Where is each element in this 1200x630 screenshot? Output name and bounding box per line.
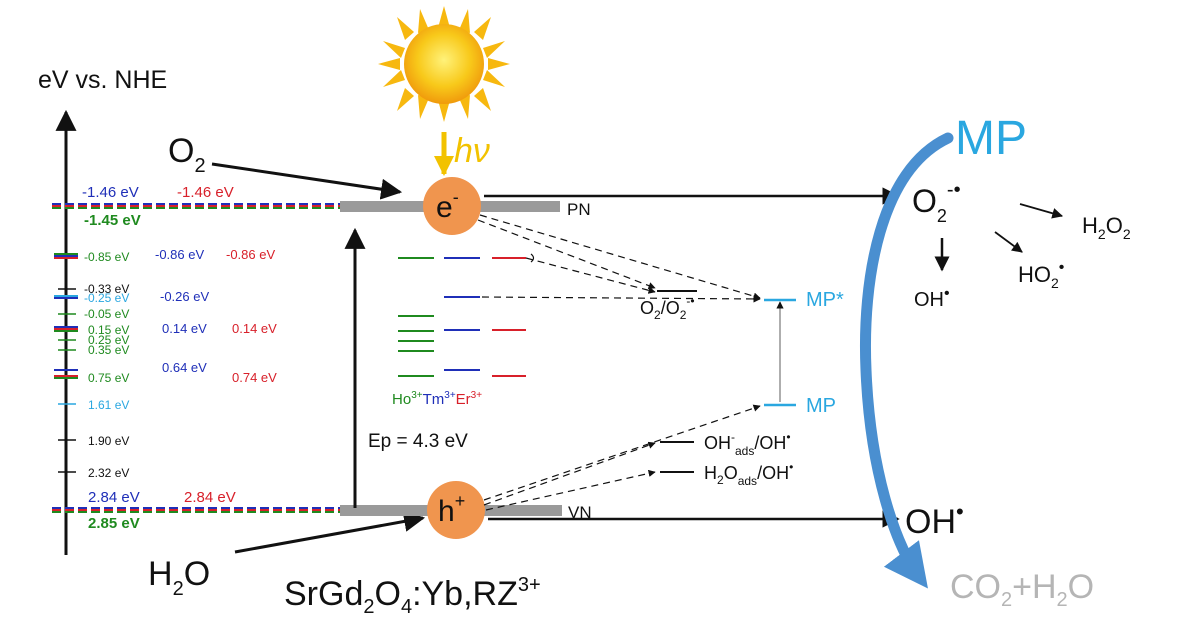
label-blue-086: -0.86 eV bbox=[155, 247, 204, 262]
o2-arrow bbox=[211, 162, 403, 200]
oh-big-label: OH• bbox=[905, 499, 964, 541]
ion-energy-levels bbox=[398, 257, 526, 377]
label-cyan-025: -0.25 eV bbox=[84, 291, 129, 305]
label-cyan-161: 1.61 eV bbox=[88, 398, 129, 412]
products-label: CO2+H2O bbox=[950, 568, 1094, 611]
h2o-couple-label: H2Oads/OH• bbox=[704, 460, 793, 488]
label-green-035: 0.35 eV bbox=[88, 343, 129, 357]
label-bottom-blue: 2.84 eV bbox=[88, 489, 140, 506]
label-top-green: -1.45 eV bbox=[84, 212, 141, 229]
electron-circle: e- bbox=[423, 177, 481, 235]
small-bracket bbox=[530, 253, 535, 263]
mp-label: MP bbox=[806, 395, 836, 417]
oh-couple-label: OH-ads/OH• bbox=[704, 430, 791, 458]
left-ticks bbox=[52, 203, 340, 513]
label-blue-014: 0.14 eV bbox=[162, 321, 207, 336]
sun-icon bbox=[378, 6, 510, 122]
o2-couple-label: O2/O2-• bbox=[640, 294, 695, 322]
label-green-015: 0.15 eV bbox=[88, 323, 129, 337]
h2o2-label: H2O2 bbox=[1082, 213, 1131, 242]
axis-label: eV vs. NHE bbox=[38, 66, 167, 94]
material-formula: SrGd2O4:Yb,RZ3+ bbox=[284, 574, 541, 618]
label-black-190: 1.90 eV bbox=[88, 434, 129, 448]
label-bottom-red: 2.84 eV bbox=[184, 489, 236, 506]
label-green-085: -0.85 eV bbox=[84, 250, 129, 264]
label-top-blue: -1.46 eV bbox=[82, 184, 139, 201]
label-top-red: -1.46 eV bbox=[177, 184, 234, 201]
hv-label: hν bbox=[454, 132, 490, 170]
label-blue-064: 0.64 eV bbox=[162, 360, 207, 375]
svg-text:e-: e- bbox=[436, 187, 459, 224]
label-black-033: -0.33 eV bbox=[84, 282, 129, 296]
label-green-005: -0.05 eV bbox=[84, 307, 129, 321]
vn-label: VN bbox=[568, 503, 592, 522]
label-bottom-green: 2.85 eV bbox=[88, 515, 140, 532]
mp-star-label: MP* bbox=[806, 289, 844, 311]
h2o-arrow bbox=[234, 511, 426, 554]
label-red-074: 0.74 eV bbox=[232, 370, 277, 385]
hole-circle: h+ bbox=[427, 481, 485, 539]
label-blue-026: -0.26 eV bbox=[160, 289, 209, 304]
ep-label: Ep = 4.3 eV bbox=[368, 431, 468, 452]
label-red-014: 0.14 eV bbox=[232, 321, 277, 336]
label-red-086: -0.86 eV bbox=[226, 247, 275, 262]
arrow-to-h2o2 bbox=[1019, 203, 1064, 219]
pn-label: PN bbox=[567, 200, 591, 219]
mp-big-label: MP bbox=[955, 112, 1027, 165]
h2o-input-label: H2O bbox=[148, 555, 210, 600]
label-black-232: 2.32 eV bbox=[88, 466, 129, 480]
ho2-label: HO2• bbox=[1018, 259, 1064, 291]
label-green-025: 0.25 eV bbox=[88, 333, 129, 347]
ion-labels: Ho3+Tm3+Er3+ bbox=[392, 390, 482, 408]
o2-input-label: O2 bbox=[168, 132, 206, 177]
superoxide-label: O2-• bbox=[912, 179, 961, 226]
svg-text:h+: h+ bbox=[438, 491, 465, 528]
oh-small-label: OH• bbox=[914, 285, 950, 311]
label-green-075: 0.75 eV bbox=[88, 371, 129, 385]
arrow-to-ho2 bbox=[994, 231, 1023, 253]
transfer-arrows bbox=[477, 214, 761, 511]
degradation-arc bbox=[860, 132, 954, 589]
